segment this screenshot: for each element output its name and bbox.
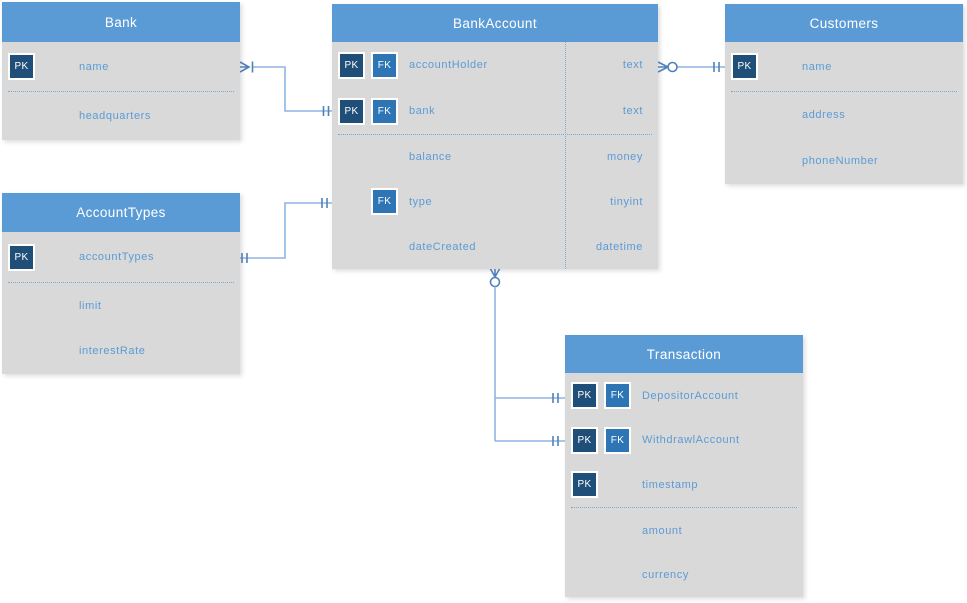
key-separator [571,507,797,508]
key-separator [8,282,234,283]
pk-badge: PK [8,243,35,271]
double-tick-icon [321,198,328,208]
table-row: dateCreated datetime [332,224,658,269]
pk-badge: PK [571,471,598,498]
key-separator [338,134,652,135]
pk-badge: PK [571,426,598,454]
field-name: headquarters [79,110,152,122]
table-row: amount [565,508,803,553]
crow-foot-circle-icon [489,267,501,288]
table-row: balance money [332,135,658,179]
field-name: balance [409,151,452,163]
table-row: PK FK bank text [332,88,658,134]
table-bank[interactable]: Bank PK name headquarters [2,2,240,140]
table-row: interestRate [2,328,240,374]
connector-bankaccount-customers[interactable] [657,61,725,73]
table-row: phoneNumber [725,138,963,184]
double-tick-icon [322,106,330,116]
field-name: name [802,60,832,73]
crow-foot-circle-icon [657,61,678,73]
double-tick-icon [713,62,720,72]
field-type: datetime [596,240,643,253]
field-name: accountHolder [409,59,488,71]
table-row: limit [2,283,240,328]
table-row: PK timestamp [565,462,803,507]
table-row: PK FK WithdrawlAccount [565,418,803,462]
key-separator [731,91,957,92]
fk-badge: FK [604,382,631,409]
field-type: text [622,105,643,117]
table-row: FK type tinyint [332,179,658,224]
table-customers[interactable]: Customers PK name address phoneNumber [725,4,963,184]
table-row: headquarters [2,92,240,140]
table-transaction-title: Transaction [565,335,803,373]
field-name: name [79,60,109,73]
table-accounttypes-title: AccountTypes [2,193,240,232]
field-name: currency [642,569,689,581]
table-row: PK accountTypes [2,232,240,282]
field-name: interestRate [79,345,146,357]
double-tick-icon [241,253,248,263]
field-type: money [606,151,643,163]
connector-bank-bankaccount[interactable] [239,61,332,117]
field-type: tinyint [610,195,643,208]
connector-bankaccount-transaction[interactable] [489,267,565,446]
key-separator [8,91,234,92]
pk-badge: PK [338,97,365,125]
table-row: PK name [725,42,963,91]
field-name: address [802,109,846,121]
field-name: accountTypes [79,251,155,263]
field-name: dateCreated [409,240,477,253]
field-name: timestamp [642,478,699,491]
table-row: PK name [2,42,240,91]
fk-badge: FK [604,426,631,454]
table-row: address [725,92,963,138]
pk-badge: PK [338,51,365,79]
field-name: WithdrawlAccount [642,434,740,446]
field-name: bank [409,105,436,117]
table-row: PK FK accountHolder text [332,42,658,88]
table-accounttypes[interactable]: AccountTypes PK accountTypes limit inter… [2,193,240,374]
table-row: currency [565,553,803,597]
double-tick-icon [552,436,559,446]
fk-badge: FK [371,97,398,125]
fk-badge: FK [371,188,398,215]
field-name: phoneNumber [802,155,879,167]
fk-badge: FK [371,51,398,79]
table-bankaccount-title: BankAccount [332,4,658,42]
connector-accounttypes-bankaccount[interactable] [240,198,332,263]
table-bank-title: Bank [2,2,240,42]
field-name: limit [79,299,102,312]
field-name: type [409,195,433,208]
table-bankaccount[interactable]: BankAccount PK FK accountHolder text PK … [332,4,658,269]
double-tick-icon [552,393,559,403]
table-row: PK FK DepositorAccount [565,373,803,418]
field-type: text [622,59,643,71]
pk-badge: PK [731,53,758,80]
table-customers-title: Customers [725,4,963,42]
table-transaction[interactable]: Transaction PK FK DepositorAccount PK FK… [565,335,803,597]
pk-badge: PK [8,53,35,80]
field-name: DepositorAccount [642,389,739,402]
pk-badge: PK [571,382,598,409]
crow-foot-icon [239,61,254,73]
type-column-divider [565,42,566,269]
field-name: amount [642,524,683,537]
